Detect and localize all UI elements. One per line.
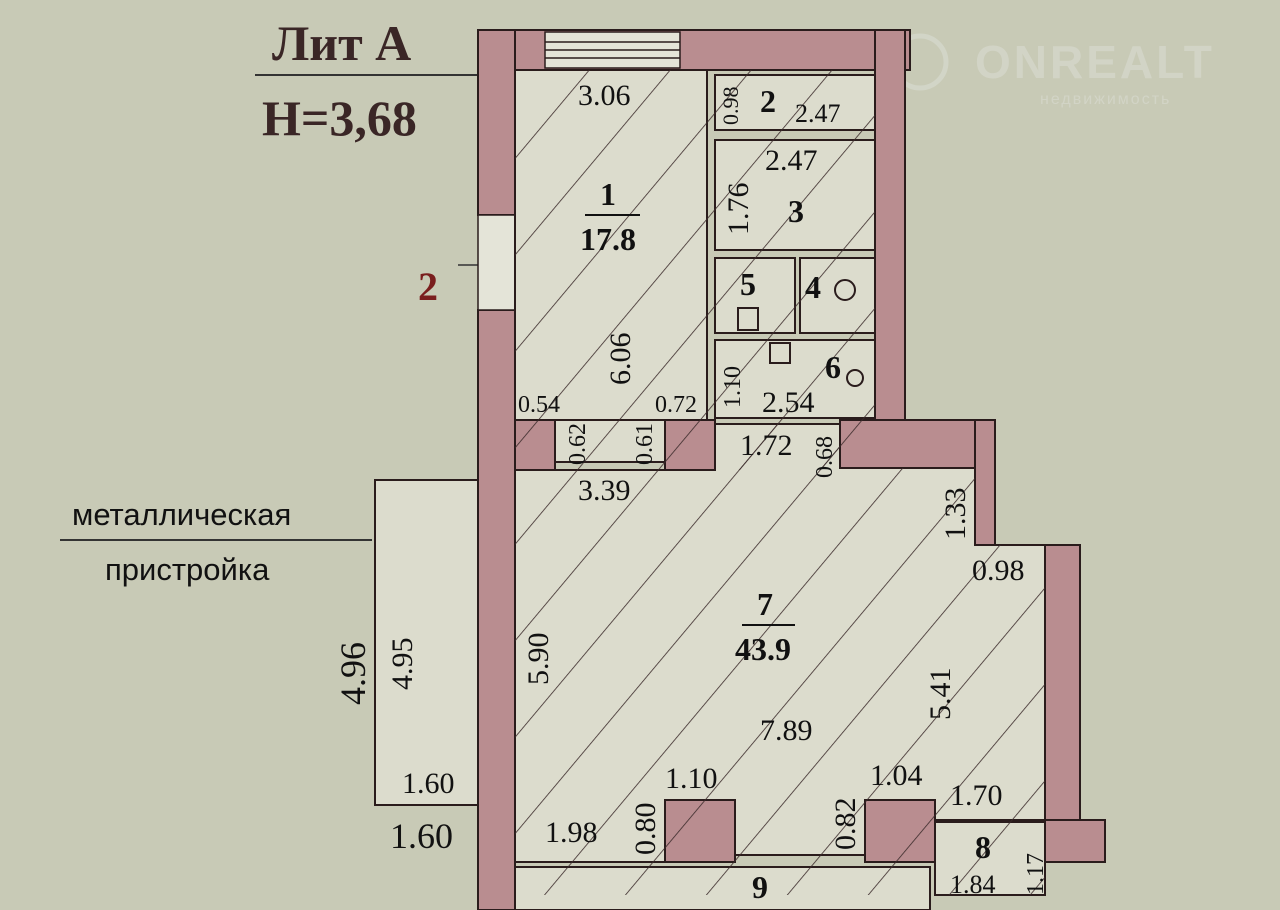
- annex-label: металлическая: [72, 497, 291, 532]
- fixtures: [737, 279, 864, 387]
- dim: 0.61: [632, 423, 658, 465]
- dim: 0.98: [718, 87, 743, 126]
- dim: 0.82: [829, 798, 862, 851]
- dim: 1.17: [1023, 853, 1049, 895]
- annex-label-2: пристройка: [105, 552, 270, 587]
- toilet-icon: [834, 279, 856, 301]
- dim: 0.68: [812, 436, 838, 478]
- room-number: 9: [752, 869, 768, 905]
- room-number: 7: [757, 586, 773, 622]
- dim: 3.06: [578, 79, 631, 112]
- room-area: 43.9: [735, 631, 791, 667]
- toilet-icon: [846, 369, 864, 387]
- room-number: 1: [600, 176, 616, 212]
- sink-icon: [737, 307, 759, 331]
- dim: 0.80: [629, 803, 662, 856]
- dim: 1.10: [665, 762, 718, 795]
- dim: 2.47: [795, 99, 841, 128]
- room-area: 17.8: [580, 221, 636, 257]
- dim: 1.60: [390, 816, 453, 856]
- dim: 5.90: [522, 633, 555, 686]
- watermark-brand: ONREALT: [975, 36, 1215, 88]
- dim: 0.54: [518, 392, 560, 418]
- dim: 1.04: [870, 759, 923, 792]
- dim: 1.70: [950, 779, 1003, 812]
- room-number: 3: [788, 193, 804, 229]
- dim: 0.98: [972, 554, 1025, 587]
- dim: 0.72: [655, 392, 697, 418]
- annex: [374, 479, 479, 806]
- plan-title: Лит А: [272, 15, 411, 71]
- side-marker: 2: [418, 264, 438, 309]
- watermark: ONREALT недвижимость: [891, 33, 1215, 108]
- dim: 1.76: [722, 183, 755, 236]
- dim: 1.33: [939, 488, 972, 541]
- room-number: 5: [740, 266, 756, 302]
- window-left: [477, 214, 516, 311]
- dim: 1.84: [950, 870, 996, 899]
- dim: 1.60: [402, 767, 455, 800]
- dim: 4.96: [333, 642, 373, 705]
- dim: 4.95: [386, 638, 419, 691]
- dim: 5.41: [924, 668, 957, 721]
- room-number: 2: [760, 83, 776, 119]
- room-number: 8: [975, 829, 991, 865]
- room-number: 6: [825, 349, 841, 385]
- walls: [477, 29, 1106, 910]
- dim: 1.72: [740, 429, 793, 462]
- watermark-sub: недвижимость: [1040, 91, 1171, 108]
- hatching: [515, 70, 1045, 895]
- dim: 1.10: [720, 366, 746, 408]
- window-top: [544, 31, 681, 69]
- sink-icon: [769, 342, 791, 364]
- dim: 1.98: [545, 816, 598, 849]
- dim: 3.39: [578, 474, 631, 507]
- dim: 7.89: [760, 714, 813, 747]
- room-number: 4: [805, 269, 821, 305]
- ceiling-height: H=3,68: [262, 90, 417, 146]
- dim: 0.62: [565, 423, 591, 465]
- dim: 6.06: [604, 333, 637, 386]
- dim: 2.47: [765, 144, 818, 177]
- dim: 2.54: [762, 386, 815, 419]
